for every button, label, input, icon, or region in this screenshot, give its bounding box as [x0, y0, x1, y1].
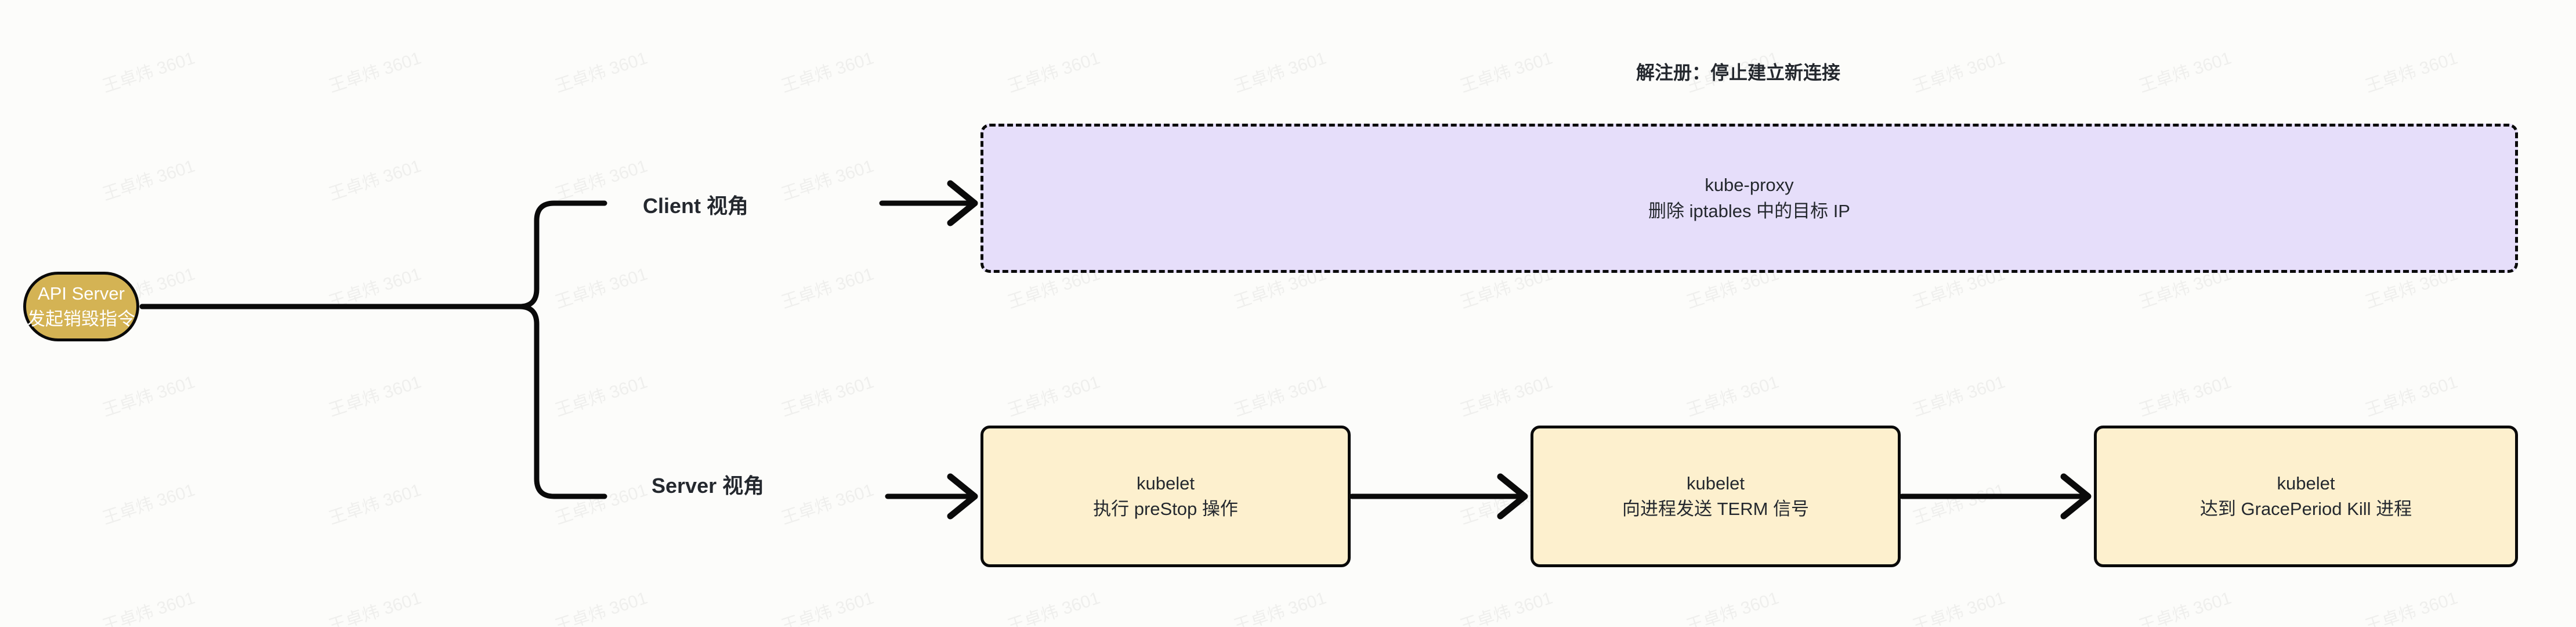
watermark-text: 王卓炜 3601	[779, 264, 876, 312]
watermark-text: 王卓炜 3601	[326, 48, 424, 96]
watermark-text: 王卓炜 3601	[326, 588, 424, 627]
watermark-text: 王卓炜 3601	[1231, 372, 1329, 420]
watermark-text: 王卓炜 3601	[779, 588, 876, 627]
watermark-text: 王卓炜 3601	[326, 480, 424, 528]
watermark-text: 王卓炜 3601	[100, 48, 197, 96]
watermark-text: 王卓炜 3601	[1457, 48, 1555, 96]
kube-proxy-line1: kube-proxy	[1705, 175, 1794, 196]
watermark-text: 王卓炜 3601	[1005, 372, 1102, 420]
edge-trunk-lower	[139, 304, 607, 499]
watermark-text: 王卓炜 3601	[1910, 588, 2007, 627]
watermark-text: 王卓炜 3601	[2136, 48, 2234, 96]
kubelet-term-line1: kubelet	[1687, 473, 1745, 493]
api-server-line1: API Server	[38, 283, 125, 304]
api-server-line2: 发起销毁指令	[27, 309, 135, 329]
watermark-text: 王卓炜 3601	[2136, 588, 2234, 627]
arrow-prestop-to-term	[1349, 473, 1528, 520]
arrow-server-to-kubelet-prestop	[885, 473, 978, 520]
watermark-text: 王卓炜 3601	[552, 48, 650, 96]
watermark-text: 王卓炜 3601	[1910, 48, 2007, 96]
kubelet-prestop-line2: 执行 preStop 操作	[1093, 499, 1238, 519]
arrow-client-to-kube-proxy	[879, 180, 978, 226]
watermark-text: 王卓炜 3601	[552, 156, 650, 204]
edge-label-server-view: Server 视角	[652, 474, 765, 498]
node-kubelet-kill[interactable]: kubelet 达到 GracePeriod Kill 进程	[2094, 426, 2518, 567]
watermark-text: 王卓炜 3601	[1005, 48, 1102, 96]
node-kubelet-term[interactable]: kubelet 向进程发送 TERM 信号	[1531, 426, 1901, 567]
kubelet-kill-line1: kubelet	[2277, 473, 2335, 493]
kubelet-prestop-line1: kubelet	[1137, 473, 1195, 493]
kube-proxy-line2: 删除 iptables 中的目标 IP	[1648, 200, 1850, 221]
watermark-text: 王卓炜 3601	[100, 156, 197, 204]
watermark-text: 王卓炜 3601	[552, 372, 650, 420]
watermark-text: 王卓炜 3601	[1684, 588, 1781, 627]
kubelet-kill-line2: 达到 GracePeriod Kill 进程	[2199, 499, 2412, 519]
watermark-text: 王卓炜 3601	[779, 372, 876, 420]
watermark-text: 王卓炜 3601	[1231, 48, 1329, 96]
arrow-term-to-kill	[1899, 473, 2092, 520]
edge-trunk	[139, 200, 607, 309]
watermark-text: 王卓炜 3601	[2362, 48, 2460, 96]
watermark-text: 王卓炜 3601	[100, 372, 197, 420]
watermark-text: 王卓炜 3601	[326, 156, 424, 204]
watermark-text: 王卓炜 3601	[552, 264, 650, 312]
edge-label-client-view: Client 视角	[643, 194, 749, 218]
watermark-text: 王卓炜 3601	[779, 480, 876, 528]
watermark-text: 王卓炜 3601	[100, 588, 197, 627]
deregister-title: 解注册：停止建立新连接	[1636, 62, 1841, 83]
watermark-text: 王卓炜 3601	[552, 480, 650, 528]
node-kube-proxy[interactable]: kube-proxy 删除 iptables 中的目标 IP	[981, 124, 2518, 273]
watermark-text: 王卓炜 3601	[779, 156, 876, 204]
watermark-text: 王卓炜 3601	[1231, 588, 1329, 627]
watermark-text: 王卓炜 3601	[1910, 480, 2007, 528]
watermark-text: 王卓炜 3601	[1005, 588, 1102, 627]
watermark-text: 王卓炜 3601	[2362, 588, 2460, 627]
node-kubelet-prestop[interactable]: kubelet 执行 preStop 操作	[981, 426, 1351, 567]
watermark-text: 王卓炜 3601	[552, 588, 650, 627]
watermark-text: 王卓炜 3601	[779, 48, 876, 96]
watermark-text: 王卓炜 3601	[1910, 372, 2007, 420]
watermark-text: 王卓炜 3601	[2136, 372, 2234, 420]
watermark-text: 王卓炜 3601	[1457, 588, 1555, 627]
watermark-text: 王卓炜 3601	[326, 264, 424, 312]
watermark-text: 王卓炜 3601	[1684, 372, 1781, 420]
watermark-text: 王卓炜 3601	[1457, 372, 1555, 420]
watermark-text: 王卓炜 3601	[100, 480, 197, 528]
kubelet-term-line2: 向进程发送 TERM 信号	[1622, 499, 1810, 519]
node-api-server[interactable]: API Server 发起销毁指令	[23, 272, 139, 341]
watermark-text: 王卓炜 3601	[2362, 372, 2460, 420]
watermark-text: 王卓炜 3601	[326, 372, 424, 420]
